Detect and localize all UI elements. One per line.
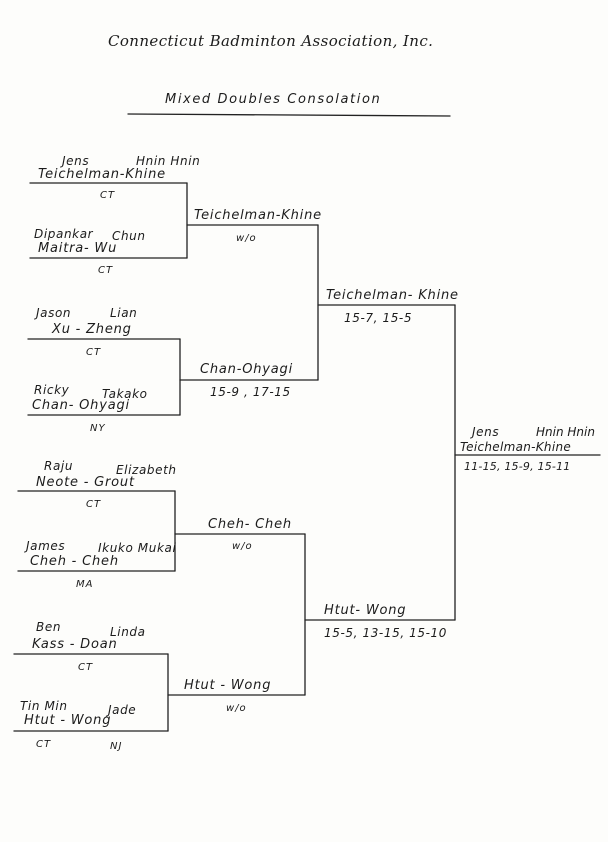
r1-slot-2-state: CT bbox=[98, 265, 114, 276]
r3-slot-1-team: Teichelman- Khine bbox=[326, 288, 459, 303]
r1-slot-3-player-2: Lian bbox=[110, 306, 138, 320]
r1-slot-8-player-1: Tin Min bbox=[20, 699, 68, 713]
r1-slot-5-state: CT bbox=[86, 499, 102, 510]
r2-slot-1-score: w/o bbox=[236, 233, 257, 244]
r1-slot-7-team: Kass - Doan bbox=[32, 637, 118, 652]
r1-slot-1-state: CT bbox=[100, 190, 116, 201]
r1-slot-6-player-1: James bbox=[26, 539, 66, 553]
champion-team: Teichelman-Khine bbox=[460, 440, 572, 454]
r2-slot-1-team: Teichelman-Khine bbox=[194, 208, 322, 223]
r2-slot-3-score: w/o bbox=[232, 541, 253, 552]
r2-slot-2-team: Chan-Ohyagi bbox=[200, 362, 294, 377]
title-underline bbox=[127, 113, 451, 117]
r1-slot-4-state: NY bbox=[90, 423, 106, 434]
r1-slot-7-player-1: Ben bbox=[36, 620, 62, 634]
r2-slot-3-team: Cheh- Cheh bbox=[208, 517, 292, 532]
r1-slot-8-team: Htut - Wong bbox=[24, 713, 112, 728]
champion-score: 11-15, 15-9, 15-11 bbox=[464, 460, 571, 473]
r1-slot-5-player-2: Elizabeth bbox=[116, 463, 177, 477]
r1-slot-8-state: CT bbox=[36, 739, 52, 750]
r1-slot-3-player-1: Jason bbox=[36, 306, 72, 320]
r1-slot-3-team: Xu - Zheng bbox=[52, 322, 132, 337]
r1-slot-8-player-2: Jade bbox=[108, 703, 137, 717]
r1-slot-6-player-2: Ikuko Mukai bbox=[98, 541, 177, 555]
r1-slot-4-player-2: Takako bbox=[102, 387, 148, 401]
r1-slot-8-state-2: NJ bbox=[110, 741, 123, 752]
r2-slot-4-score: w/o bbox=[226, 703, 247, 714]
r1-slot-7-player-2: Linda bbox=[110, 625, 146, 639]
r1-slot-1-player-2: Hnin Hnin bbox=[136, 154, 201, 168]
r1-slot-6-team: Cheh - Cheh bbox=[30, 554, 119, 569]
r1-slot-4-player-1: Ricky bbox=[34, 383, 70, 397]
r1-slot-2-player-1: Dipankar bbox=[34, 227, 94, 241]
r2-slot-4-team: Htut - Wong bbox=[184, 678, 272, 693]
r3-slot-1-score: 15-7, 15-5 bbox=[344, 311, 413, 325]
r1-slot-5-player-1: Raju bbox=[44, 459, 74, 473]
r1-slot-2-player-2: Chun bbox=[112, 229, 146, 243]
r1-slot-2-team: Maitra- Wu bbox=[38, 241, 118, 256]
r1-slot-1-team: Teichelman-Khine bbox=[38, 167, 166, 182]
r1-slot-4-team: Chan- Ohyagi bbox=[32, 398, 130, 413]
r2-slot-2-score: 15-9 , 17-15 bbox=[210, 385, 291, 399]
champion-player-1: Jens bbox=[472, 425, 500, 439]
r1-slot-3-state: CT bbox=[86, 347, 102, 358]
event-title: Mixed Doubles Consolation bbox=[165, 92, 382, 107]
r3-slot-2-team: Htut- Wong bbox=[324, 603, 407, 618]
champion-player-2: Hnin Hnin bbox=[536, 425, 595, 439]
r1-slot-1-player-1: Jens bbox=[62, 154, 90, 168]
r1-slot-6-state: MA bbox=[76, 579, 94, 590]
r1-slot-5-team: Neote - Grout bbox=[36, 475, 135, 490]
r3-slot-2-score: 15-5, 13-15, 15-10 bbox=[324, 626, 448, 640]
r1-slot-7-state: CT bbox=[78, 662, 94, 673]
organization-title: Connecticut Badminton Association, Inc. bbox=[108, 32, 434, 50]
